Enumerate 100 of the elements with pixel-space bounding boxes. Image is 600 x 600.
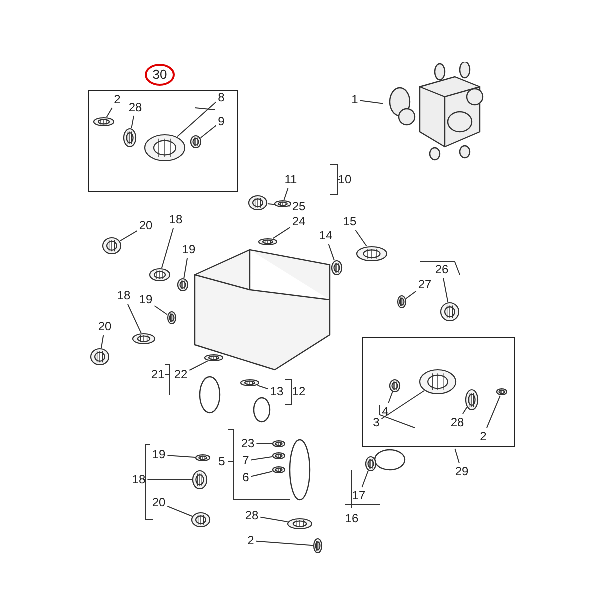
- callout-number: 29: [455, 466, 469, 478]
- callout-number: 1: [352, 94, 358, 106]
- part-drawing: [132, 333, 156, 345]
- part-drawing: [90, 348, 110, 366]
- part-drawing: [192, 470, 208, 490]
- leader-line: [443, 278, 449, 303]
- callout-number: 3: [373, 416, 380, 429]
- leader-line: [167, 506, 193, 517]
- callout-number: 9: [218, 115, 225, 128]
- callout-number: 25: [292, 200, 306, 214]
- callout-number: 23: [241, 438, 255, 450]
- part-drawing: [240, 379, 260, 387]
- leader-line: [131, 116, 134, 129]
- part-drawing: [440, 302, 460, 322]
- callout-number: 12: [292, 386, 306, 398]
- callout-number: 19: [182, 244, 196, 256]
- leader-line: [272, 227, 291, 240]
- callout-number: 8: [218, 91, 225, 104]
- leader-line: [177, 102, 217, 138]
- callout-number: 2: [114, 93, 121, 106]
- part-drawing: [313, 538, 323, 554]
- leader-line: [120, 230, 138, 242]
- leader-line: [250, 471, 274, 478]
- circled-callout-number: 30: [145, 64, 175, 86]
- part-drawing: [272, 452, 286, 460]
- callout-number: 26: [435, 264, 449, 276]
- leader-line: [486, 395, 501, 428]
- part-drawing: [331, 260, 343, 276]
- part-drawing: [177, 278, 189, 292]
- callout-number: 19: [152, 448, 166, 462]
- leader-line: [184, 258, 188, 279]
- part-drawing: [195, 454, 211, 462]
- part-drawing: [102, 237, 122, 255]
- callout-number: 7: [242, 454, 250, 468]
- part-drawing: [122, 128, 136, 148]
- leader-line: [328, 244, 335, 262]
- leader-line: [355, 230, 368, 247]
- part-drawing: [287, 518, 313, 530]
- callout-number: 13: [270, 386, 284, 398]
- callout-number: 22: [174, 368, 188, 382]
- leader-line: [154, 306, 168, 316]
- leader-line: [257, 385, 269, 390]
- kit-frame: [362, 337, 515, 447]
- callout-number: 21: [151, 368, 165, 382]
- callout-number: 28: [128, 101, 142, 114]
- leader-line: [406, 290, 417, 300]
- callout-number: 15: [343, 216, 357, 228]
- callout-number: 18: [132, 474, 146, 486]
- part-drawing: [248, 195, 268, 211]
- callout-number: 16: [345, 512, 359, 526]
- part-drawing: [92, 116, 114, 126]
- callout-number: 24: [292, 216, 306, 228]
- leader-line: [260, 516, 288, 522]
- leader-line: [200, 125, 217, 138]
- leader-line: [454, 448, 460, 464]
- callout-number: 27: [418, 278, 432, 292]
- leader-line: [360, 100, 384, 104]
- part-drawing: [204, 354, 224, 362]
- leader-line: [106, 108, 113, 118]
- callout-number: 10: [338, 174, 352, 186]
- callout-number: 6: [242, 472, 250, 484]
- callout-number: 18: [117, 290, 131, 302]
- callout-number: 5: [218, 456, 226, 468]
- callout-number: 4: [382, 405, 389, 418]
- leader-line: [189, 360, 208, 371]
- callout-number: 20: [152, 496, 166, 510]
- leader-line: [267, 204, 291, 207]
- callout-number: 11: [284, 174, 298, 186]
- leader-line: [167, 455, 196, 458]
- leader-line: [381, 390, 425, 420]
- callout-number: 20: [98, 320, 112, 334]
- leader-line: [128, 304, 142, 334]
- part-drawing: [397, 295, 407, 309]
- callout-number: 2: [480, 430, 487, 443]
- leader-line: [388, 392, 394, 404]
- part-drawing: [272, 466, 286, 474]
- leader-line: [250, 456, 273, 461]
- leader-line: [162, 228, 174, 269]
- leader-line: [256, 540, 314, 546]
- leader-line: [284, 188, 289, 200]
- part-drawing: [167, 311, 177, 325]
- callout-number: 28: [245, 510, 259, 522]
- part-drawing: [464, 388, 478, 410]
- part-drawing: [190, 134, 202, 148]
- callout-number: 18: [169, 214, 183, 226]
- part-drawing: [365, 456, 377, 472]
- part-drawing: [388, 378, 400, 392]
- part-drawing: [418, 368, 456, 394]
- part-drawing: [258, 238, 278, 246]
- part-drawing: [356, 246, 388, 262]
- part-drawing: [274, 200, 292, 208]
- kit-frame: [88, 90, 238, 192]
- part-drawing: [272, 440, 286, 448]
- part-drawing: [149, 268, 171, 282]
- leader-line: [362, 470, 369, 488]
- callout-number: 28: [450, 416, 464, 429]
- leader-line: [101, 335, 104, 349]
- callout-number: 19: [139, 294, 153, 306]
- part-drawing: [144, 134, 186, 162]
- part-drawing: [191, 512, 211, 528]
